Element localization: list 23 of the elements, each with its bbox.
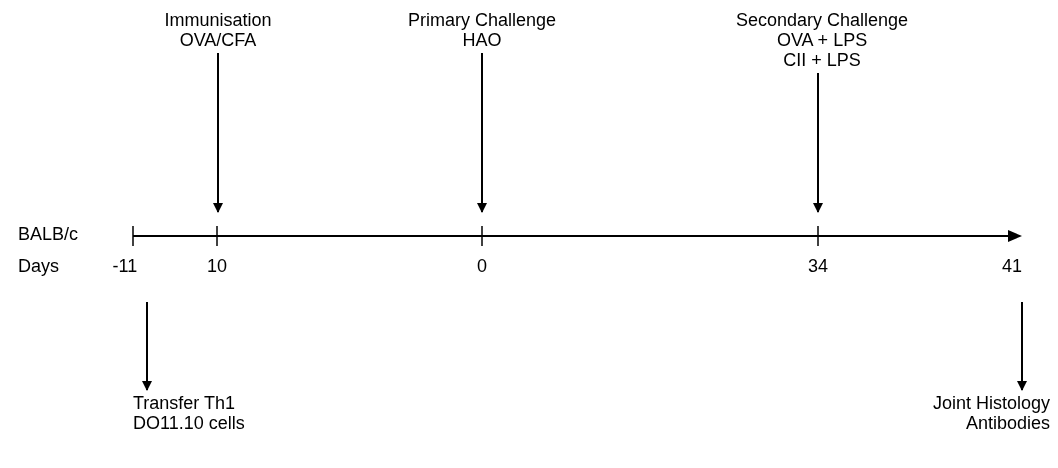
event-heading: Secondary Challenge — [736, 10, 909, 30]
event-detail: HAO — [461, 30, 503, 50]
axis-label: Days — [18, 256, 59, 276]
arrow — [477, 52, 487, 213]
event-detail: DO11.10 cells — [133, 413, 245, 433]
event-detail: OVA/CFA — [178, 30, 258, 50]
day-label: 0 — [477, 256, 487, 276]
event-heading: Immunisation — [164, 10, 272, 30]
arrow — [213, 52, 223, 213]
day-label: 34 — [808, 256, 829, 276]
arrow — [142, 301, 152, 391]
day-label: 10 — [207, 256, 228, 276]
event-detail: Antibodies — [965, 413, 1051, 433]
event-heading: Transfer Th1 — [133, 393, 237, 413]
day-label: -11 — [112, 256, 138, 276]
event-heading: Joint Histology — [933, 393, 1051, 413]
event-detail: CII + LPS — [782, 50, 862, 70]
arrow — [1017, 301, 1027, 391]
arrow — [813, 72, 823, 213]
day-label: 41 — [1002, 256, 1023, 276]
strain-label: BALB/c — [18, 224, 79, 244]
event-heading: Primary Challenge — [408, 10, 557, 30]
event-detail: OVA + LPS — [775, 30, 869, 50]
